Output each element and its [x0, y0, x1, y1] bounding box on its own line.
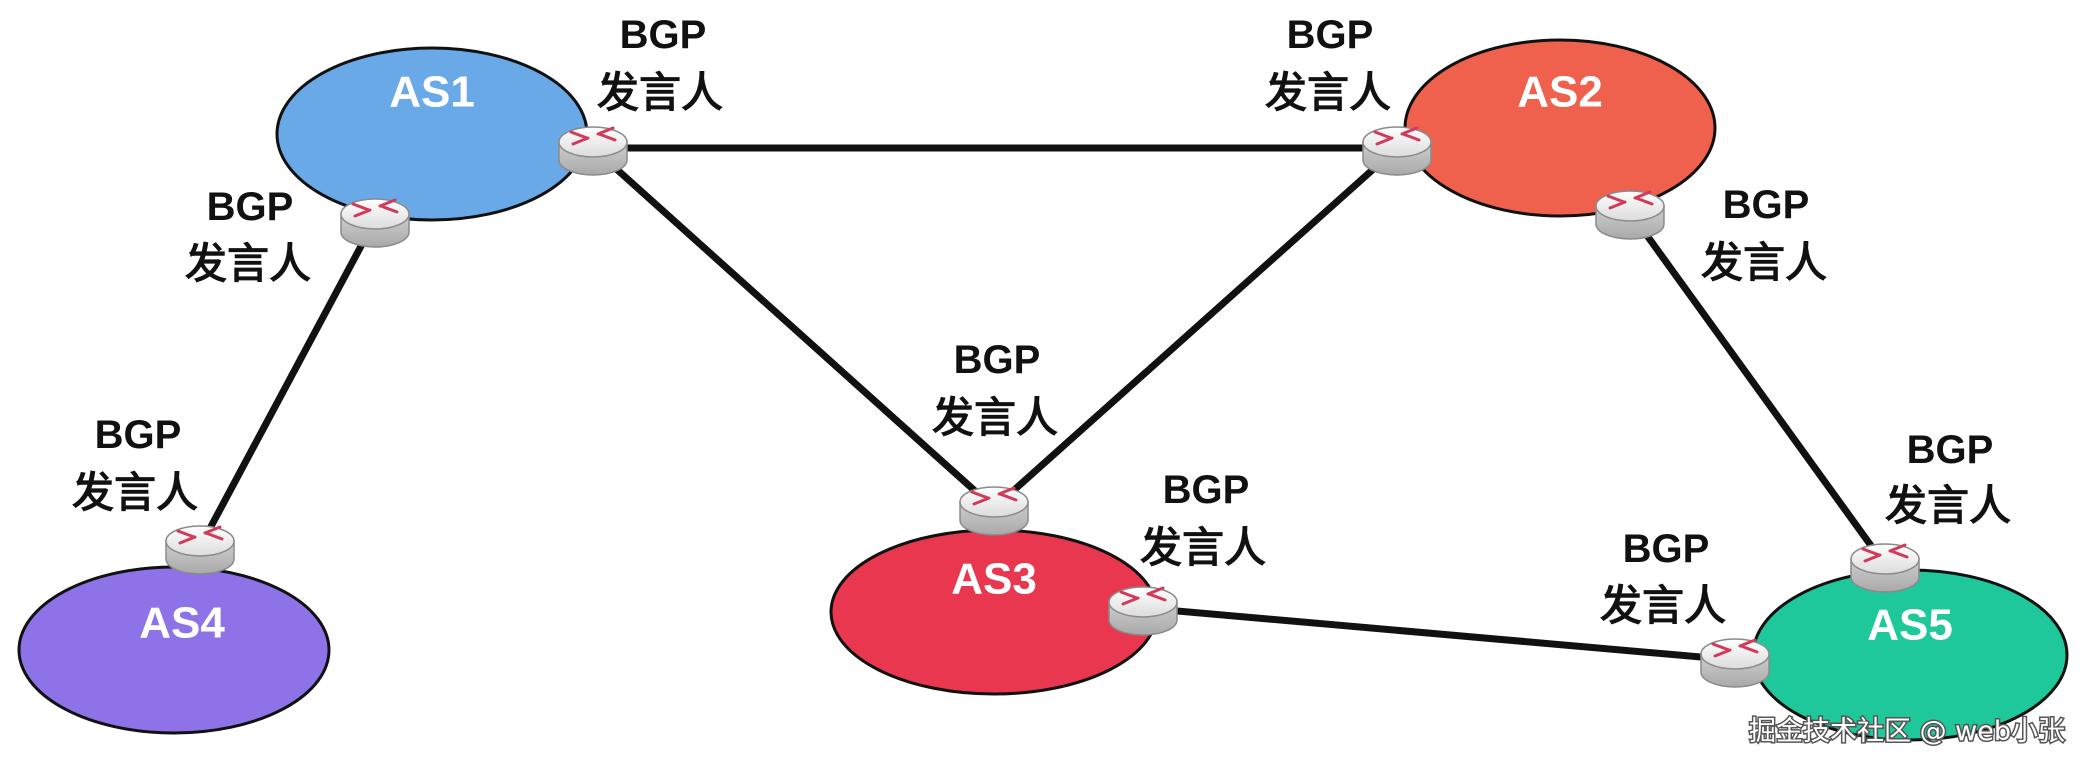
router-icon — [1108, 586, 1178, 636]
speaker-label-line1: BGP — [1163, 468, 1250, 512]
speaker-label-s1a: BGP 发言人 — [597, 13, 723, 117]
speaker-label-s5b: BGP 发言人 — [1600, 527, 1726, 630]
as1-label: AS1 — [389, 68, 475, 117]
speaker-label-line2: 发言人 — [1701, 238, 1827, 287]
link-s2a-s3a — [990, 144, 1401, 512]
speaker-label-line2: 发言人 — [932, 393, 1058, 442]
router-icon — [340, 198, 410, 248]
as5-area: AS5 — [1751, 568, 2069, 742]
as1-area: AS1 — [275, 46, 589, 222]
speaker-label-line2: 发言人 — [1885, 481, 2011, 530]
speaker-label-s2a: BGP 发言人 — [1265, 13, 1391, 117]
router-icon — [1850, 543, 1920, 593]
router-icon — [1700, 638, 1770, 688]
link-s3b-s5b — [1139, 604, 1739, 664]
speaker-label-s4: BGP 发言人 — [72, 413, 198, 517]
as5-ellipse — [1751, 568, 2069, 742]
speaker-label-line1: BGP — [95, 413, 182, 457]
as4-ellipse — [17, 565, 331, 735]
router-icon — [558, 126, 628, 176]
as4-area: AS4 — [17, 565, 331, 735]
as2-label: AS2 — [1517, 68, 1603, 117]
link-s1a-s3a — [589, 144, 998, 512]
routers-layer — [165, 126, 1920, 688]
link-s2b-s5a — [1626, 208, 1889, 569]
links-layer — [196, 144, 1889, 664]
as2-ellipse — [1403, 38, 1717, 218]
link-s1b-s4 — [196, 216, 379, 551]
router-icon — [165, 525, 235, 575]
speaker-label-line2: 发言人 — [597, 68, 723, 117]
as3-area: AS3 — [829, 528, 1159, 696]
speaker-label-line2: 发言人 — [1140, 523, 1266, 572]
speaker-label-s1b: BGP 发言人 — [185, 185, 311, 288]
watermark: 掘金技术社区 @ web小张 — [1749, 716, 2065, 747]
speaker-label-s3a: BGP 发言人 — [932, 338, 1058, 442]
speaker-label-s3b: BGP 发言人 — [1140, 468, 1266, 572]
as5-label: AS5 — [1867, 601, 1953, 650]
speaker-label-s2b: BGP 发言人 — [1701, 183, 1827, 287]
router-icon — [959, 486, 1029, 536]
speaker-label-line2: 发言人 — [1600, 581, 1726, 630]
speaker-label-line1: BGP — [1623, 527, 1710, 571]
speaker-label-line2: 发言人 — [185, 239, 311, 288]
speaker-label-line1: BGP — [954, 338, 1041, 382]
speaker-label-line2: 发言人 — [1265, 68, 1391, 117]
speaker-label-line1: BGP — [1287, 13, 1374, 57]
speaker-label-line1: BGP — [1907, 428, 1994, 472]
router-icon — [1362, 126, 1432, 176]
as4-label: AS4 — [139, 599, 225, 648]
router-icon — [1595, 190, 1665, 240]
as3-label: AS3 — [951, 555, 1037, 604]
speaker-label-line2: 发言人 — [72, 468, 198, 517]
speaker-label-line1: BGP — [207, 185, 294, 229]
as2-area: AS2 — [1403, 38, 1717, 218]
speaker-label-line1: BGP — [1723, 183, 1810, 227]
speaker-label-line1: BGP — [620, 13, 707, 57]
speaker-label-s5a: BGP 发言人 — [1885, 428, 2011, 530]
